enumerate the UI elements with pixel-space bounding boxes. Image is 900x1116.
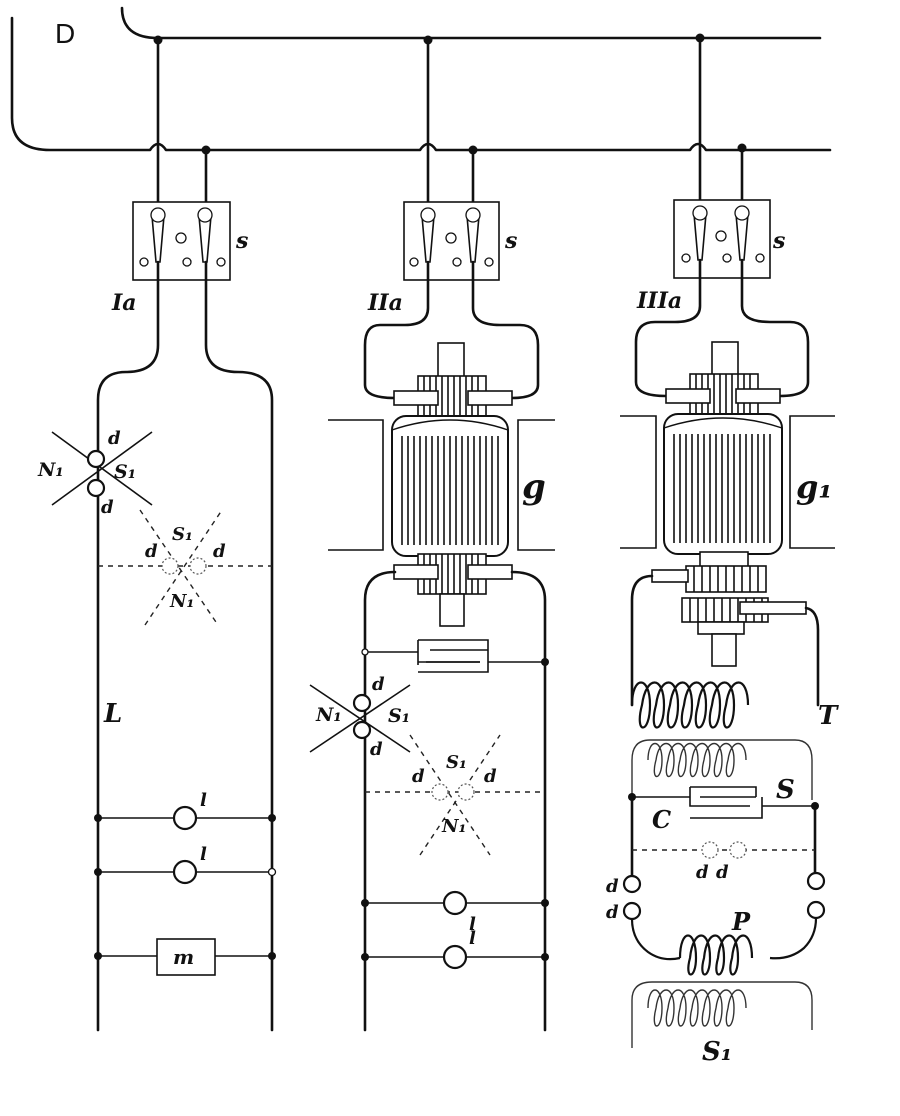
svg-text:d: d	[606, 902, 619, 923]
condenser-label: C	[652, 805, 671, 834]
corner-label: D	[55, 18, 75, 49]
lamp-2a: l	[361, 890, 549, 935]
circuit-2: s IIa g	[309, 201, 555, 1032]
svg-text:d: d	[696, 862, 709, 883]
spark-gap-2-ghost: d d S₁ N₁	[365, 734, 545, 856]
transformer-coil	[630, 681, 750, 729]
generator-3	[651, 341, 807, 667]
lamp-1b: l	[94, 844, 277, 885]
svg-text:S₁: S₁	[114, 461, 136, 483]
switch-1-label: s	[235, 228, 248, 254]
generator-2	[391, 342, 513, 627]
svg-text:N₁: N₁	[169, 591, 194, 612]
circuit-1: s Ia d d N₁ S₁ d d S₁ N₁ L	[37, 201, 277, 1032]
generator-2-label: g	[522, 467, 546, 507]
svg-text:d: d	[606, 876, 619, 897]
secondary-label: S	[776, 775, 795, 805]
svg-text:d: d	[484, 766, 497, 787]
switch-3	[673, 199, 771, 279]
svg-text:d: d	[108, 428, 121, 449]
secondary-coil	[631, 739, 813, 800]
primary-coil	[630, 917, 818, 976]
secondary-lower-label: S₁	[702, 1037, 732, 1067]
generator-3-label: g₁	[796, 468, 832, 506]
condenser-2	[361, 639, 549, 673]
svg-text:S₁: S₁	[172, 524, 193, 545]
svg-text:l: l	[200, 790, 207, 811]
switch-1	[132, 201, 231, 281]
main-bus	[10, 6, 832, 217]
svg-text:l: l	[469, 914, 476, 935]
line-label: L	[103, 699, 122, 729]
circuit-3-name: IIIa	[636, 288, 682, 314]
svg-text:d: d	[370, 739, 383, 760]
svg-text:d: d	[716, 862, 729, 883]
svg-text:d: d	[412, 766, 425, 787]
meter-1: m	[94, 938, 276, 976]
lamp-2b: l	[361, 928, 549, 970]
svg-text:l: l	[200, 844, 207, 865]
circuit-2-name: IIa	[367, 290, 403, 316]
svg-text:S₁: S₁	[446, 752, 467, 773]
svg-text:N₁: N₁	[315, 704, 342, 726]
circuit-3: s IIIa g₁	[606, 199, 839, 1067]
svg-text:d: d	[145, 541, 158, 562]
svg-text:d: d	[372, 674, 385, 695]
switch-3-label: s	[772, 228, 785, 254]
svg-text:m: m	[173, 945, 194, 969]
primary-label: P	[731, 907, 751, 936]
svg-text:d: d	[213, 541, 226, 562]
svg-text:N₁: N₁	[441, 816, 466, 837]
condenser-3	[628, 786, 819, 819]
spark-gap-1-ghost: d d S₁ N₁	[98, 509, 272, 626]
circuit-1-name: Ia	[111, 290, 137, 316]
svg-text:S₁: S₁	[388, 705, 410, 727]
spark-gap-3: d d	[606, 871, 826, 923]
svg-text:l: l	[469, 928, 476, 949]
switch-2	[403, 201, 500, 281]
lamp-1a: l	[94, 790, 276, 831]
spark-gap-2: d d N₁ S₁	[309, 674, 411, 760]
svg-text:d: d	[101, 497, 114, 518]
secondary-coil-lower	[631, 981, 813, 1048]
spark-gap-1: d d N₁ S₁	[37, 428, 153, 518]
svg-text:N₁: N₁	[37, 459, 64, 481]
transformer-label: T	[818, 701, 839, 731]
switch-2-label: s	[504, 228, 517, 254]
